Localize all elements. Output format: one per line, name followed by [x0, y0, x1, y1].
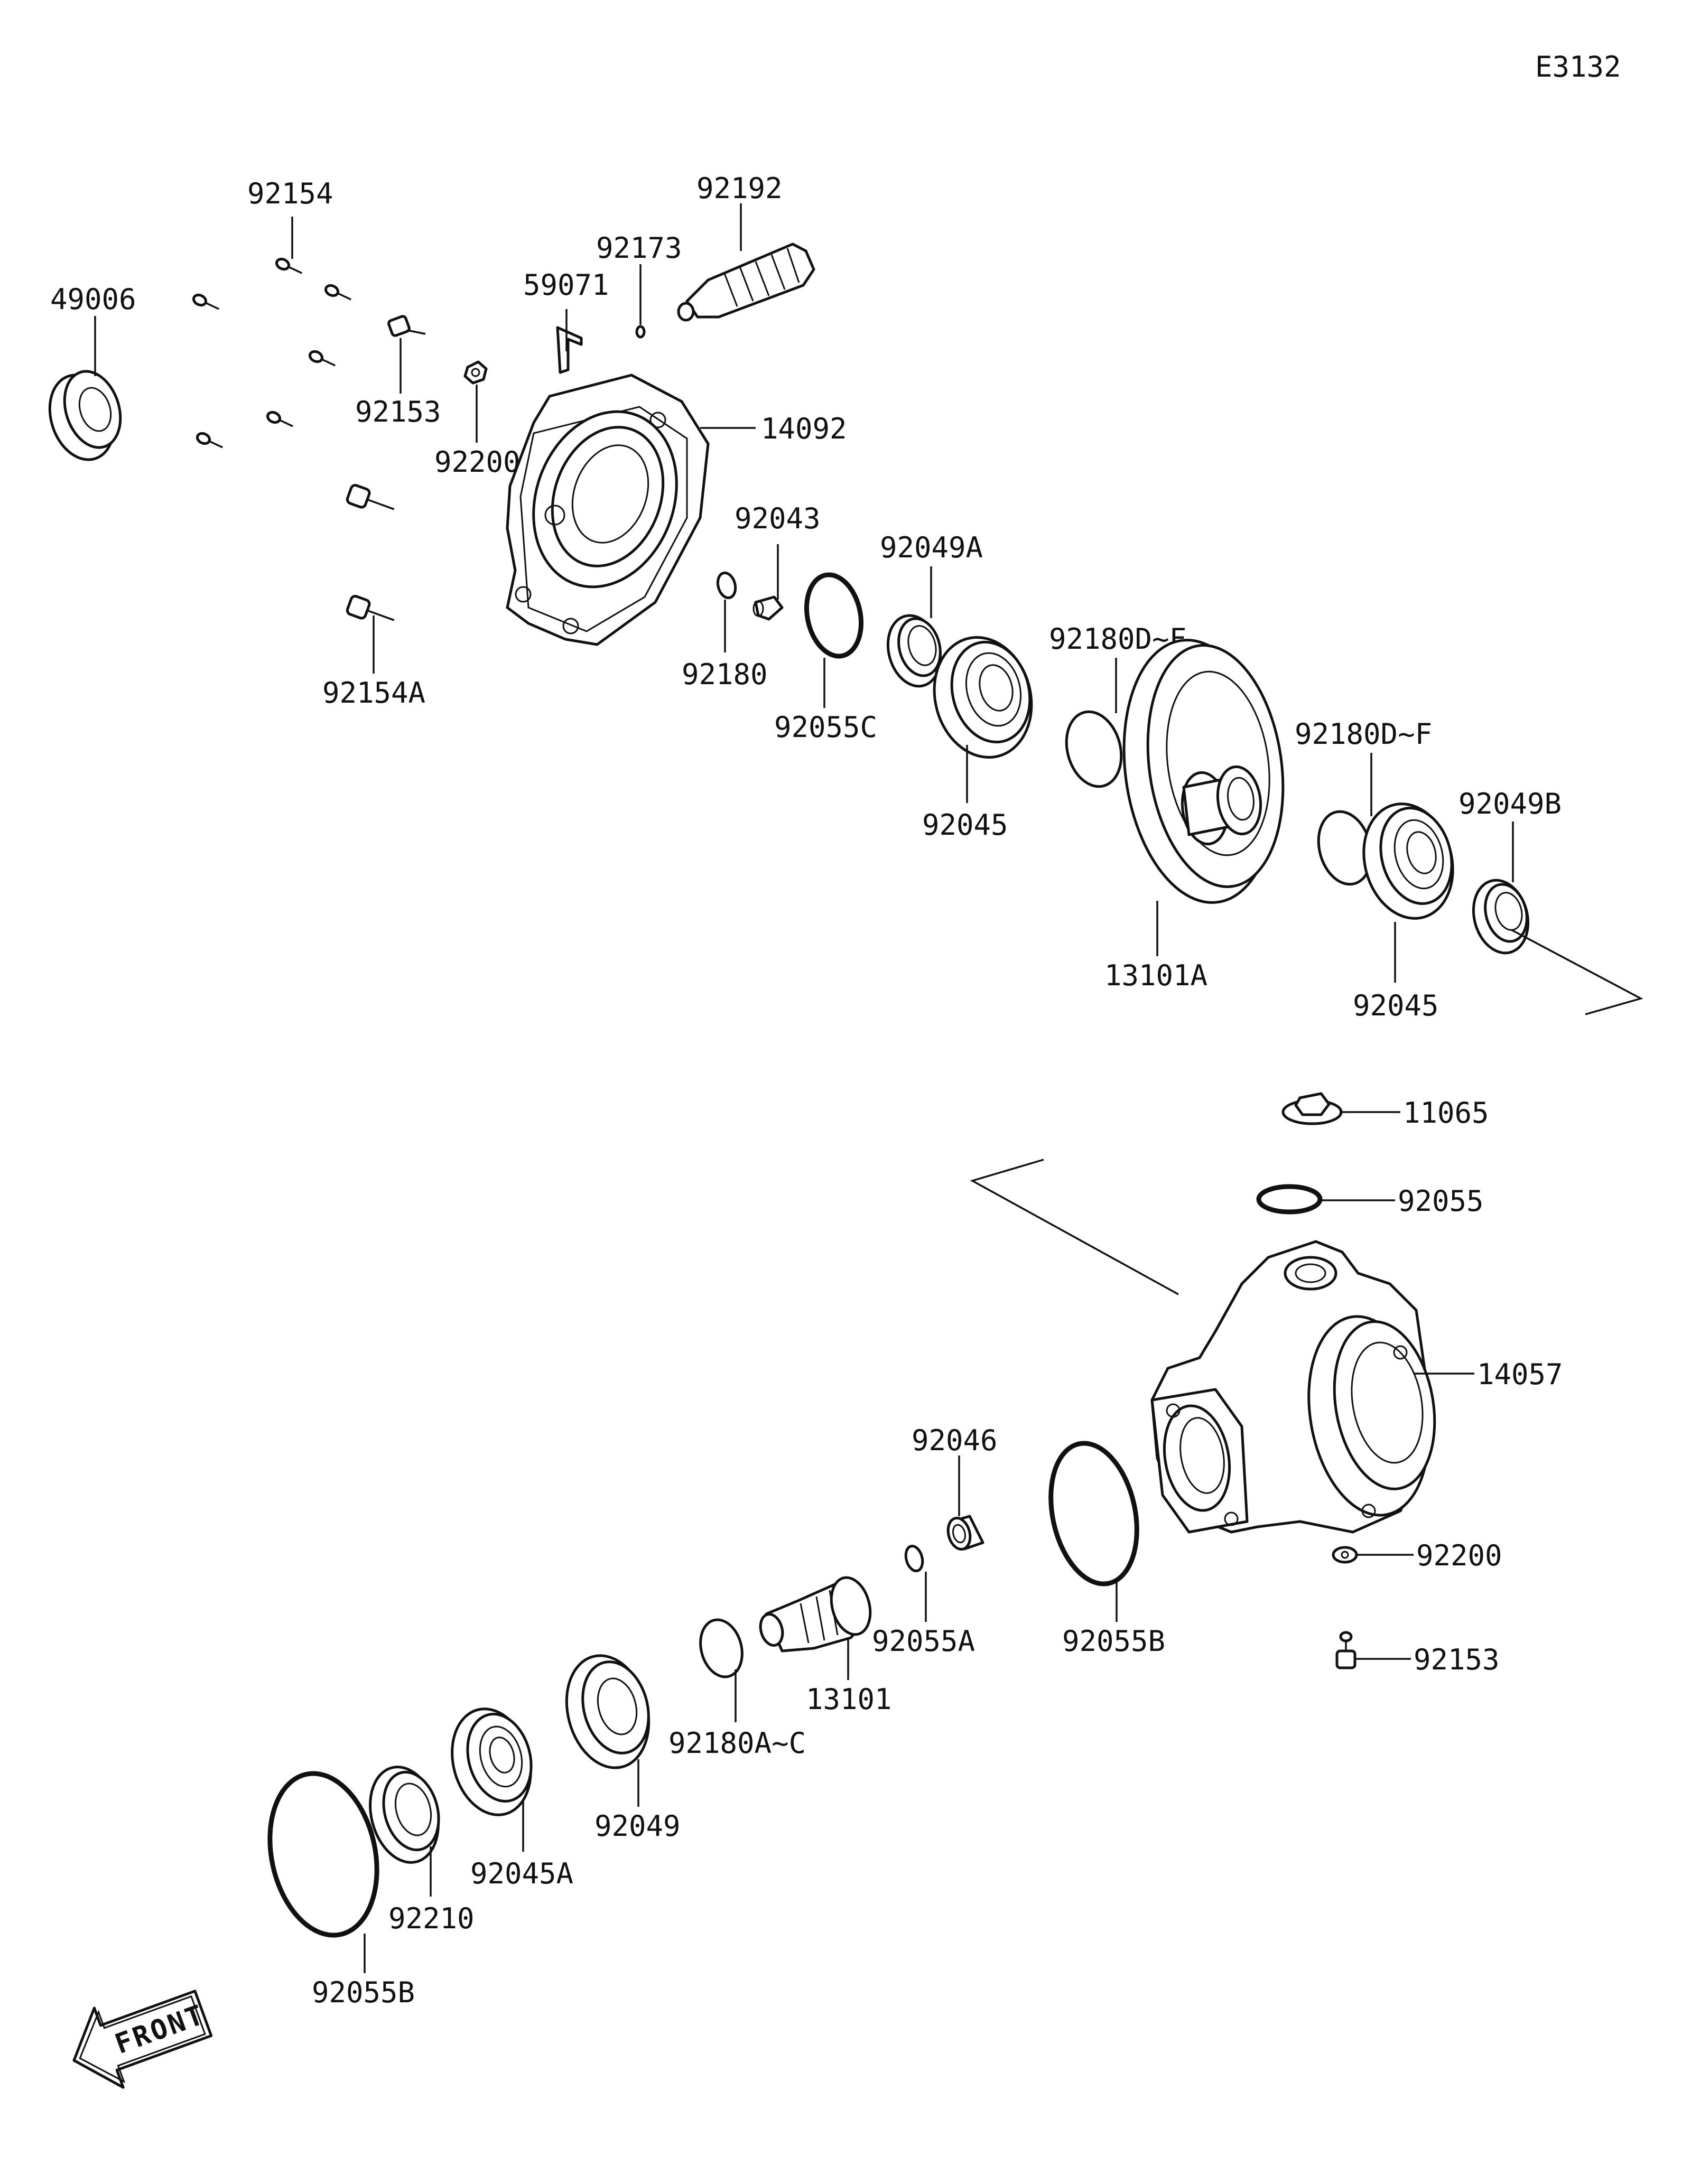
- label-13101A[interactable]: 13101A: [1104, 959, 1207, 992]
- part-92046-drawing: [946, 1515, 984, 1551]
- label-92049A[interactable]: 92049A: [880, 531, 983, 564]
- small-bolts-drawing: [192, 257, 351, 449]
- label-92180AC[interactable]: 92180A~C: [668, 1726, 806, 1760]
- part-13101-drawing: [759, 1576, 872, 1653]
- label-92153-2[interactable]: 92153: [1414, 1643, 1500, 1676]
- part-92043-drawing: [752, 595, 784, 621]
- part-92154A-drawing: [346, 483, 395, 621]
- label-92055B-1[interactable]: 92055B: [1062, 1625, 1165, 1658]
- label-92055C[interactable]: 92055C: [774, 711, 877, 744]
- label-92055[interactable]: 92055: [1398, 1184, 1484, 1218]
- part-11065-drawing: [1281, 1092, 1343, 1125]
- label-92154[interactable]: 92154: [247, 177, 333, 210]
- label-92049[interactable]: 92049: [594, 1809, 681, 1843]
- part-92153-drawing: [387, 315, 426, 337]
- diagram-id: E3132: [1535, 50, 1621, 83]
- label-92210[interactable]: 92210: [388, 1902, 475, 1935]
- label-92049B[interactable]: 92049B: [1458, 787, 1562, 820]
- part-92049A-drawing: [886, 614, 942, 688]
- label-13101[interactable]: 13101: [806, 1683, 892, 1716]
- part-92192-drawing: [677, 242, 815, 322]
- label-92045-1[interactable]: 92045: [922, 808, 1008, 842]
- label-92055A[interactable]: 92055A: [872, 1625, 975, 1658]
- part-49006-drawing: [48, 370, 122, 461]
- part-92210-drawing: [369, 1766, 440, 1864]
- part-92173-drawing: [635, 325, 646, 339]
- part-92055B-1-drawing: [1048, 1441, 1139, 1586]
- part-92055C-drawing: [804, 572, 864, 659]
- axis-line-lower: [970, 1159, 1179, 1295]
- label-92173[interactable]: 92173: [596, 231, 682, 265]
- label-49006[interactable]: 49006: [50, 283, 136, 316]
- label-92154A[interactable]: 92154A: [322, 676, 425, 710]
- label-92200-2[interactable]: 92200: [1416, 1539, 1502, 1572]
- part-92045-1-drawing: [933, 636, 1033, 759]
- label-92055B-2[interactable]: 92055B: [312, 1976, 415, 2009]
- part-92200-2-drawing: [1332, 1546, 1358, 1564]
- part-92200-drawing: [463, 360, 488, 385]
- label-11065[interactable]: 11065: [1403, 1096, 1489, 1130]
- part-92049B-drawing: [1472, 879, 1530, 955]
- part-92049-drawing: [565, 1654, 651, 1769]
- part-14057-drawing: [1150, 1240, 1436, 1534]
- label-92200[interactable]: 92200: [434, 445, 521, 479]
- part-92055-drawing: [1256, 1184, 1323, 1215]
- label-92180DF-2[interactable]: 92180D~F: [1295, 717, 1432, 751]
- part-92180DF-1-drawing: [1065, 710, 1123, 788]
- part-92045-2-drawing: [1362, 802, 1454, 920]
- part-92045A-drawing: [451, 1707, 533, 1816]
- part-13101A-drawing: [1122, 639, 1285, 904]
- part-92055B-2-drawing: [267, 1771, 379, 1938]
- label-92046[interactable]: 92046: [912, 1424, 998, 1457]
- label-92043[interactable]: 92043: [735, 502, 821, 535]
- label-14057[interactable]: 14057: [1477, 1358, 1563, 1391]
- label-92180[interactable]: 92180: [682, 658, 768, 691]
- label-14092[interactable]: 14092: [761, 412, 847, 445]
- label-92045A[interactable]: 92045A: [470, 1857, 573, 1890]
- axis-line-upper: [1511, 929, 1643, 1015]
- label-92192[interactable]: 92192: [696, 172, 783, 205]
- front-arrow-icon: FRONT: [72, 1990, 213, 2089]
- part-92180AC-drawing: [699, 1618, 744, 1678]
- part-92055A-drawing: [904, 1544, 924, 1573]
- label-59071[interactable]: 59071: [523, 268, 609, 302]
- part-14092-drawing: [506, 374, 710, 646]
- part-59071-drawing: [556, 326, 583, 374]
- part-92153-2-drawing: [1335, 1631, 1356, 1669]
- label-92153[interactable]: 92153: [355, 395, 441, 428]
- part-92180-drawing: [716, 571, 737, 600]
- label-92045-2[interactable]: 92045: [1353, 989, 1439, 1022]
